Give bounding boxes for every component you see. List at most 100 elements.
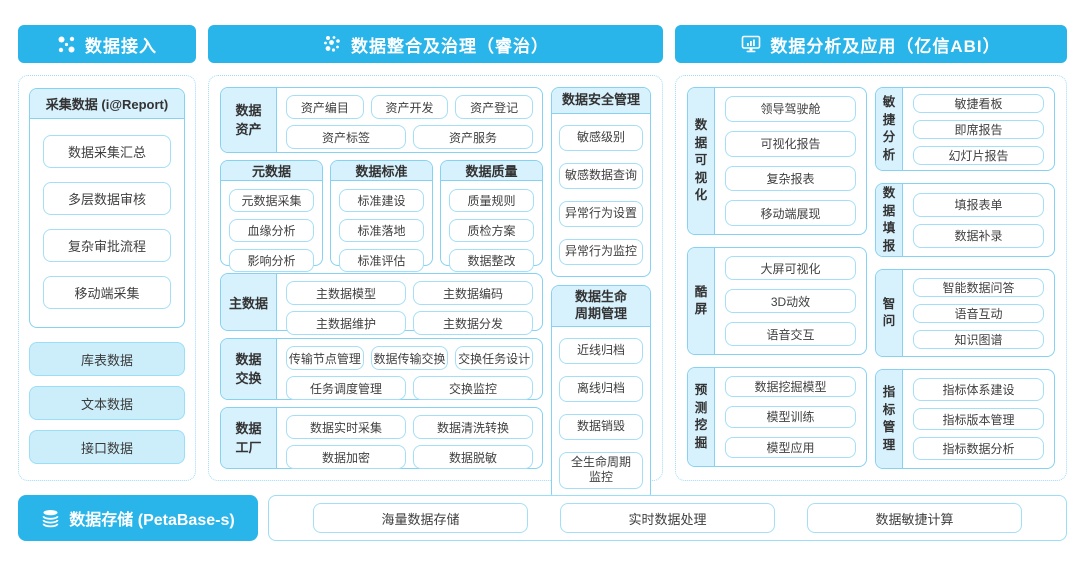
smart-qa-item: 知识图谱	[913, 329, 1044, 349]
agile-analysis-label: 敏捷分析	[876, 88, 903, 170]
indicator-management-label: 指标管理	[876, 370, 903, 468]
data-visualization-label: 数据可视化	[688, 88, 715, 234]
data-analysis-title: 数据分析及应用（亿信ABI）	[770, 36, 1001, 56]
security-item: 异常行为监控	[559, 239, 643, 265]
cool-screen-label: 酷屏	[688, 248, 715, 354]
storage-item: 实时数据处理	[560, 503, 775, 533]
predictive-mining-label: 预测挖掘	[688, 368, 715, 466]
data-exchange-label: 数据交换	[221, 339, 277, 399]
data-security-group: 数据安全管理 敏感级别 敏感数据查询 异常行为设置 异常行为监控	[551, 87, 651, 277]
cool-screen-item: 语音交互	[725, 322, 856, 346]
data-governance-container: 数据资产 资产编目 资产开发 资产登记 资产标签 资产服务	[208, 75, 663, 501]
visualization-item: 移动端展现	[725, 200, 856, 226]
data-quality-title: 数据质量	[441, 161, 542, 181]
security-item: 异常行为设置	[559, 201, 643, 227]
standard-item: 标准落地	[339, 219, 424, 242]
asset-item: 资产开发	[370, 95, 449, 119]
data-governance-title: 数据整合及治理（睿治）	[351, 36, 549, 56]
lifecycle-item: 全生命周期 监控	[559, 451, 643, 489]
storage-capabilities-container: 海量数据存储 实时数据处理 数据敏捷计算	[268, 495, 1067, 541]
collect-item: 多层数据审核	[43, 182, 171, 215]
visualization-item: 可视化报告	[725, 130, 856, 157]
data-storage-row: 数据存储 (PetaBase-s) 海量数据存储 实时数据处理 数据敏捷计算	[18, 495, 1067, 541]
data-standard-group: 数据标准 标准建设 标准落地 标准评估	[330, 160, 433, 272]
mining-item: 模型应用	[725, 436, 856, 458]
data-asset-label: 数据资产	[221, 88, 277, 152]
data-filling-label: 数据填报	[876, 184, 903, 256]
predictive-mining-group: 预测挖掘 数据挖掘模型 模型训练 模型应用	[687, 367, 867, 467]
data-access-header: 数据接入	[18, 25, 196, 63]
smart-qa-group: 智问 智能数据问答 语音互动 知识图谱	[875, 269, 1055, 357]
indicator-item: 指标体系建设	[913, 378, 1044, 401]
data-standard-title: 数据标准	[331, 161, 432, 181]
filling-item: 数据补录	[913, 223, 1044, 248]
factory-item: 数据加密	[286, 445, 406, 469]
master-item: 主数据编码	[413, 281, 533, 305]
visualization-item: 领导驾驶舱	[725, 96, 856, 122]
master-item: 主数据模型	[286, 281, 406, 305]
data-visualization-group: 数据可视化 领导驾驶舱 可视化报告 复杂报表 移动端展现	[687, 87, 867, 235]
data-security-title: 数据安全管理	[552, 88, 650, 114]
metadata-item: 影响分析	[229, 249, 314, 272]
indicator-management-group: 指标管理 指标体系建设 指标版本管理 指标数据分析	[875, 369, 1055, 469]
agile-item: 敏捷看板	[913, 93, 1044, 113]
data-lifecycle-title: 数据生命 周期管理	[552, 286, 650, 327]
exchange-item: 交换监控	[413, 376, 533, 400]
data-storage-header: 数据存储 (PetaBase-s)	[18, 495, 258, 541]
smart-qa-item: 智能数据问答	[913, 277, 1044, 297]
exchange-item: 传输节点管理	[286, 346, 364, 370]
security-item: 敏感数据查询	[559, 163, 643, 189]
metadata-group: 元数据 元数据采集 血缘分析 影响分析	[220, 160, 323, 272]
storage-item: 海量数据存储	[313, 503, 528, 533]
standard-item: 标准评估	[339, 249, 424, 272]
data-storage-title: 数据存储 (PetaBase-s)	[69, 512, 235, 529]
asset-item: 资产编目	[286, 95, 364, 119]
data-analysis-header: 数据分析及应用（亿信ABI）	[675, 25, 1067, 63]
data-filling-group: 数据填报 填报表单 数据补录	[875, 183, 1055, 257]
exchange-item: 交换任务设计	[455, 346, 534, 370]
exchange-item: 任务调度管理	[286, 376, 406, 400]
quality-item: 质量规则	[449, 189, 534, 212]
lifecycle-item: 数据销毁	[559, 413, 643, 440]
agile-analysis-group: 敏捷分析 敏捷看板 即席报告 幻灯片报告	[875, 87, 1055, 171]
agile-item: 幻灯片报告	[913, 145, 1044, 165]
indicator-item: 指标版本管理	[913, 407, 1044, 431]
collect-item: 移动端采集	[43, 276, 171, 309]
source-api-data: 接口数据	[29, 430, 185, 464]
lifecycle-item: 离线归档	[559, 375, 643, 402]
standard-item: 标准建设	[339, 189, 424, 212]
collect-item: 复杂审批流程	[43, 229, 171, 262]
master-item: 主数据维护	[286, 311, 406, 335]
data-asset-group: 数据资产 资产编目 资产开发 资产登记 资产标签 资产服务	[220, 87, 543, 153]
network-nodes-icon	[58, 36, 75, 52]
asset-item: 资产标签	[286, 125, 406, 149]
storage-item: 数据敏捷计算	[807, 503, 1022, 533]
master-item: 主数据分发	[413, 311, 533, 335]
collect-item: 数据采集汇总	[43, 135, 171, 168]
data-governance-panel: 数据整合及治理（睿治） 数据资产 资产编目 资产开发 资产登记	[208, 25, 663, 501]
data-factory-label: 数据工厂	[221, 408, 277, 468]
dots-cluster-icon	[324, 36, 340, 52]
collect-data-group: 采集数据 (i@Report) 数据采集汇总 多层数据审核 复杂审批流程 移动端…	[29, 88, 185, 328]
agile-item: 即席报告	[913, 119, 1044, 139]
exchange-item: 数据传输交换	[370, 346, 449, 370]
data-access-panel: 数据接入 采集数据 (i@Report) 数据采集汇总 多层数据审核 复杂审批流…	[18, 25, 196, 481]
database-icon	[42, 509, 59, 527]
metadata-item: 血缘分析	[229, 219, 314, 242]
visualization-item: 复杂报表	[725, 165, 856, 192]
data-quality-group: 数据质量 质量规则 质检方案 数据整改	[440, 160, 543, 272]
metadata-item: 元数据采集	[229, 189, 314, 212]
factory-item: 数据实时采集	[286, 415, 406, 439]
monitor-chart-icon	[742, 35, 761, 53]
asset-item: 资产登记	[455, 95, 534, 119]
master-data-group: 主数据 主数据模型 主数据编码 主数据维护 主数据分发	[220, 273, 543, 335]
indicator-item: 指标数据分析	[913, 437, 1044, 461]
master-data-label: 主数据	[221, 274, 277, 330]
cool-screen-group: 酷屏 大屏可视化 3D动效 语音交互	[687, 247, 867, 355]
data-access-title: 数据接入	[85, 36, 157, 56]
factory-item: 数据清洗转换	[413, 415, 533, 439]
cool-screen-item: 3D动效	[725, 289, 856, 313]
data-analysis-panel: 数据分析及应用（亿信ABI） 数据可视化 领导驾驶舱 可视化报告 复杂报表 移动…	[675, 25, 1067, 481]
lifecycle-item: 近线归档	[559, 337, 643, 364]
